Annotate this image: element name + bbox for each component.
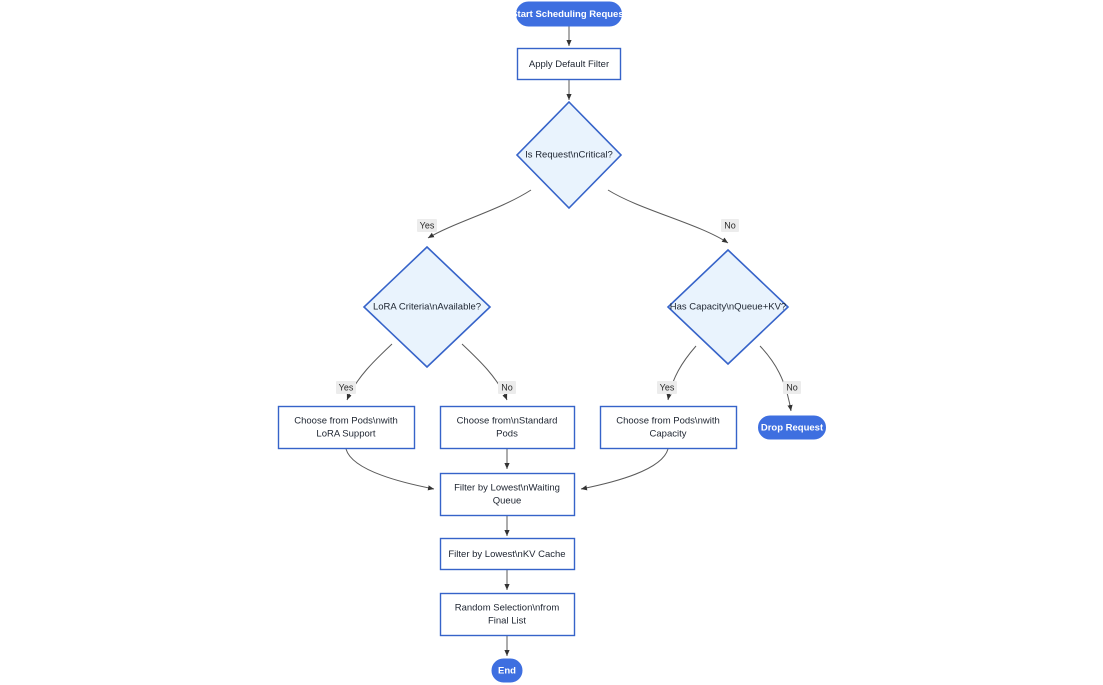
edge-label-layer: Yes No Yes No Yes No [336,219,801,394]
node-is-request-critical[interactable]: Is Request\nCritical? [515,100,623,210]
edge-label-is-critical-no: No [721,219,739,232]
edge-capacity-yes-to-pods-capacity [666,345,697,401]
is-request-critical-label: Is Request\nCritical? [525,150,613,161]
end-node-shape[interactable] [491,658,523,683]
choose-pods-lora-label-line2: LoRA Support [316,429,376,440]
node-end[interactable]: End [491,658,523,683]
node-choose-pods-standard[interactable]: Choose from\nStandard Pods [439,405,576,450]
edge-pods-capacity-to-filter-queue [580,448,669,491]
filter-kv-cache-shape[interactable] [439,537,576,571]
node-choose-pods-lora[interactable]: Choose from Pods\nwith LoRA Support [277,405,416,450]
lora-criteria-available-shape[interactable] [362,245,492,369]
edge-is-critical-no-to-capacity [607,189,729,244]
start-node-shape[interactable] [516,1,622,27]
edge-is-critical-yes-to-lora [427,189,532,239]
edge-label-is-critical-yes: Yes [417,219,437,232]
choose-pods-capacity-label-line2: Capacity [650,429,687,440]
node-start[interactable]: Start Scheduling Request [511,1,628,27]
choose-pods-lora-shape[interactable] [277,405,416,450]
node-has-capacity[interactable]: Has Capacity\nQueue+KV? [666,248,790,366]
apply-default-filter-label: Apply Default Filter [529,59,609,70]
start-node-label: Start Scheduling Request [511,9,627,20]
node-filter-waiting-queue[interactable]: Filter by Lowest\nWaiting Queue [439,472,576,517]
filter-waiting-queue-label-line1: Filter by Lowest\nWaiting [454,483,560,494]
node-filter-kv-cache[interactable]: Filter by Lowest\nKV Cache [439,537,576,571]
edge-pods-lora-to-filter-queue [345,448,435,491]
choose-pods-capacity-label-line1: Choose from Pods\nwith [616,416,720,427]
node-layer: Start Scheduling Request Apply Default F… [277,1,826,683]
node-random-selection[interactable]: Random Selection\nfrom Final List [439,592,576,637]
is-request-critical-shape[interactable] [515,100,623,210]
choose-pods-lora-label-line1: Choose from Pods\nwith [294,416,398,427]
edge-label-text: Yes [420,220,435,230]
edge-label-capacity-no: No [783,381,801,394]
choose-pods-standard-shape[interactable] [439,405,576,450]
choose-pods-standard-label-line2: Pods [496,429,518,440]
edge-label-text: Yes [660,382,675,392]
lora-criteria-available-label: LoRA Criteria\nAvailable? [373,302,481,313]
drop-request-shape[interactable] [758,415,826,440]
edge-label-text: No [501,382,513,392]
edge-layer [345,26,793,656]
edge-label-text: No [786,382,798,392]
node-lora-criteria-available[interactable]: LoRA Criteria\nAvailable? [362,245,492,369]
edge-label-text: No [724,220,736,230]
end-node-label: End [498,666,516,677]
edge-label-capacity-yes: Yes [657,381,677,394]
choose-pods-standard-label-line1: Choose from\nStandard [457,416,558,427]
has-capacity-label: Has Capacity\nQueue+KV? [670,302,786,313]
has-capacity-shape[interactable] [666,248,790,366]
choose-pods-capacity-shape[interactable] [599,405,738,450]
filter-kv-cache-label: Filter by Lowest\nKV Cache [448,549,565,560]
filter-waiting-queue-label-line2: Queue [493,496,522,507]
edge-label-text: Yes [339,382,354,392]
apply-default-filter-shape[interactable] [516,47,622,81]
drop-request-label: Drop Request [761,423,824,434]
random-selection-label-line2: Final List [488,616,526,627]
node-drop-request[interactable]: Drop Request [758,415,826,440]
edge-label-lora-yes: Yes [336,381,356,394]
edge-label-lora-no: No [498,381,516,394]
node-apply-default-filter[interactable]: Apply Default Filter [516,47,622,81]
node-choose-pods-capacity[interactable]: Choose from Pods\nwith Capacity [599,405,738,450]
random-selection-shape[interactable] [439,592,576,637]
random-selection-label-line1: Random Selection\nfrom [455,603,560,614]
filter-waiting-queue-shape[interactable] [439,472,576,517]
edge-capacity-no-to-drop-request [759,345,793,412]
